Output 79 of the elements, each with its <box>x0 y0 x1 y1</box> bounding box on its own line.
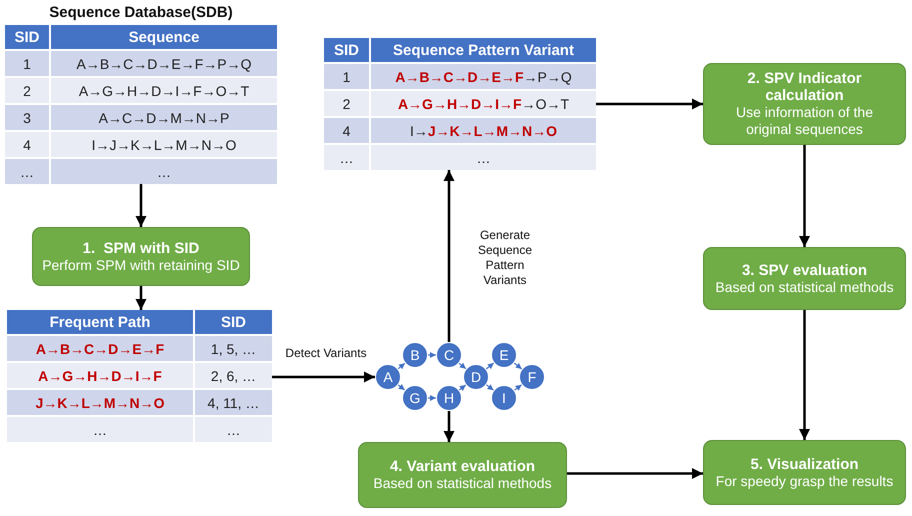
table-cell: I→J→K→L→M→N→O <box>51 132 277 157</box>
table-cell: … <box>371 145 596 170</box>
arrow <box>428 352 436 358</box>
graph-node: B <box>402 342 428 368</box>
data-table <box>5 25 277 184</box>
graph-node: C <box>436 342 462 368</box>
table-cell: 2 <box>5 78 49 103</box>
graph-node: A <box>375 364 401 390</box>
process-box <box>703 63 906 145</box>
table-cell: A→B→C→D→E→F→P→Q <box>371 64 596 89</box>
column-header: Sequence Pattern Variant <box>371 38 596 62</box>
table-cell: J→K→L→M→N→O <box>7 390 193 415</box>
arrow <box>444 411 454 442</box>
table-cell: 3 <box>5 105 49 130</box>
process-box <box>703 247 906 310</box>
table-cell: 2, 6, … <box>195 363 272 388</box>
process-box <box>358 442 567 508</box>
table-cell: … <box>195 417 272 442</box>
graph-node: E <box>491 342 517 368</box>
box-text: Perform SPM with retaining SID <box>42 256 240 274</box>
table-cell: A→B→C→D→E→F <box>7 336 193 361</box>
graph-node: D <box>463 364 489 390</box>
graph-node: F <box>519 364 545 390</box>
box-text: For speedy grasp the results <box>716 472 894 490</box>
data-table <box>7 310 272 442</box>
table-title: Sequence Database(SDB) <box>48 4 234 21</box>
table-cell: 1 <box>5 51 49 76</box>
table-cell: 4, 11, … <box>195 390 272 415</box>
column-header: SID <box>324 38 369 62</box>
box-text: Based on statistical methods <box>715 278 894 296</box>
table-cell: A→G→H→D→I→F <box>7 363 193 388</box>
arrow <box>458 362 466 370</box>
table-cell: 1 <box>324 64 369 89</box>
table-cell: … <box>51 159 277 184</box>
column-header: SID <box>5 25 49 49</box>
process-box <box>703 440 906 505</box>
arrow <box>272 372 375 382</box>
box-text: Use information of the original sequences <box>735 104 874 138</box>
table-cell: 4 <box>324 118 369 143</box>
box-heading: 2. SPV Indicator calculation <box>746 70 863 104</box>
arrow <box>567 468 703 479</box>
arrow <box>799 310 810 440</box>
table-cell: … <box>7 417 193 442</box>
table-cell: A→C→D→M→N→P <box>51 105 277 130</box>
arrow <box>398 362 406 370</box>
column-header: SID <box>195 310 272 334</box>
arrow <box>596 98 703 110</box>
table-cell: 1, 5, … <box>195 336 272 361</box>
data-table <box>324 38 596 170</box>
arrow <box>514 362 522 370</box>
arrow <box>486 384 494 391</box>
arrow <box>799 145 810 247</box>
column-header: Frequent Path <box>7 310 193 334</box>
table-cell: … <box>324 145 369 170</box>
arrow <box>444 170 454 342</box>
arrow <box>458 384 466 392</box>
box-text: Based on statistical methods <box>373 475 552 492</box>
table-cell: I→J→K→L→M→N→O <box>371 118 596 143</box>
arrow <box>514 384 522 391</box>
graph-node: G <box>402 385 428 411</box>
arrow <box>136 184 146 227</box>
box-heading: 1. SPM with SID <box>82 240 200 257</box>
table-cell: 4 <box>5 132 49 157</box>
box-heading: 3. SPV evaluation <box>742 262 868 279</box>
box-heading: 5. Visualization <box>750 456 859 473</box>
process-box <box>32 227 250 286</box>
arrow <box>136 286 146 310</box>
arrow <box>486 362 494 370</box>
table-cell: A→G→H→D→I→F→O→T <box>371 91 596 116</box>
column-header: Sequence <box>51 25 277 49</box>
box-heading: 4. Variant evaluation <box>390 458 536 476</box>
table-cell: A→B→C→D→E→F→P→Q <box>51 51 277 76</box>
table-cell: A→G→H→D→I→F→O→T <box>51 78 277 103</box>
arrow <box>398 384 406 390</box>
arrow <box>428 395 436 401</box>
graph-node: I <box>491 385 517 411</box>
table-cell: 2 <box>324 91 369 116</box>
graph-node: H <box>436 385 462 411</box>
table-cell: … <box>5 159 49 184</box>
